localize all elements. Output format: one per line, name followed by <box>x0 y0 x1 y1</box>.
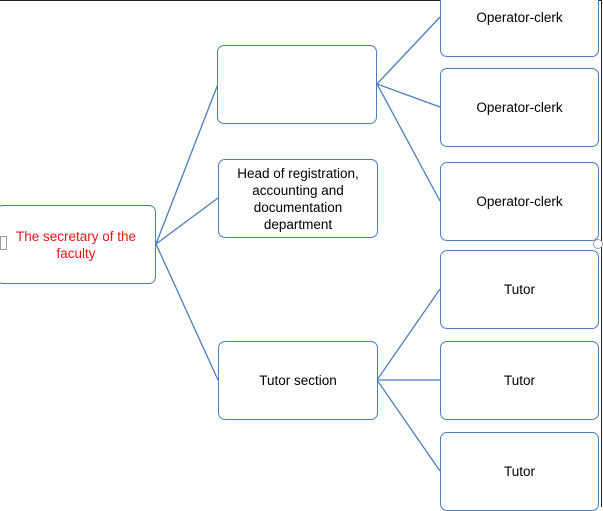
node-operator-clerk-3[interactable]: Operator-clerk <box>440 162 599 241</box>
node-head-of-registration[interactable]: Head of registration, accounting and doc… <box>218 159 378 238</box>
node-operator-clerk-1[interactable]: Operator-clerk <box>440 0 599 57</box>
connector-root-to-blank <box>155 83 219 245</box>
connector-root-to-head <box>155 197 219 245</box>
node-tutor-2[interactable]: Tutor <box>440 341 599 420</box>
connector-blank-to-clerk-2 <box>376 83 441 108</box>
connector-section-to-tutor-1 <box>376 288 441 381</box>
node-tutor-section[interactable]: Tutor section <box>218 341 378 420</box>
node-label: Operator-clerk <box>476 100 563 115</box>
node-label: Tutor <box>503 464 535 479</box>
connector-blank-to-clerk-1 <box>376 16 441 85</box>
node-secretary-of-faculty[interactable]: The secretary of the faculty <box>0 205 156 284</box>
node-tutor-3[interactable]: Tutor <box>440 432 599 511</box>
node-blank-department[interactable] <box>217 45 377 124</box>
selection-handle-left[interactable] <box>0 236 7 250</box>
node-label: Tutor <box>503 282 535 297</box>
node-label: Operator-clerk <box>476 194 563 209</box>
resize-handle-right[interactable] <box>593 239 603 249</box>
connector-section-to-tutor-3 <box>376 379 441 472</box>
node-tutor-1[interactable]: Tutor <box>440 250 599 329</box>
node-label: Tutor section <box>259 373 337 388</box>
node-label: Operator-clerk <box>476 10 563 25</box>
connector-root-to-tutor-section <box>155 243 219 381</box>
node-label: The secretary of the faculty <box>15 228 137 261</box>
connector-blank-to-clerk-3 <box>376 83 441 202</box>
node-label: Head of registration, accounting and doc… <box>237 165 359 232</box>
node-operator-clerk-2[interactable]: Operator-clerk <box>440 68 599 147</box>
node-label: Tutor <box>503 373 535 388</box>
